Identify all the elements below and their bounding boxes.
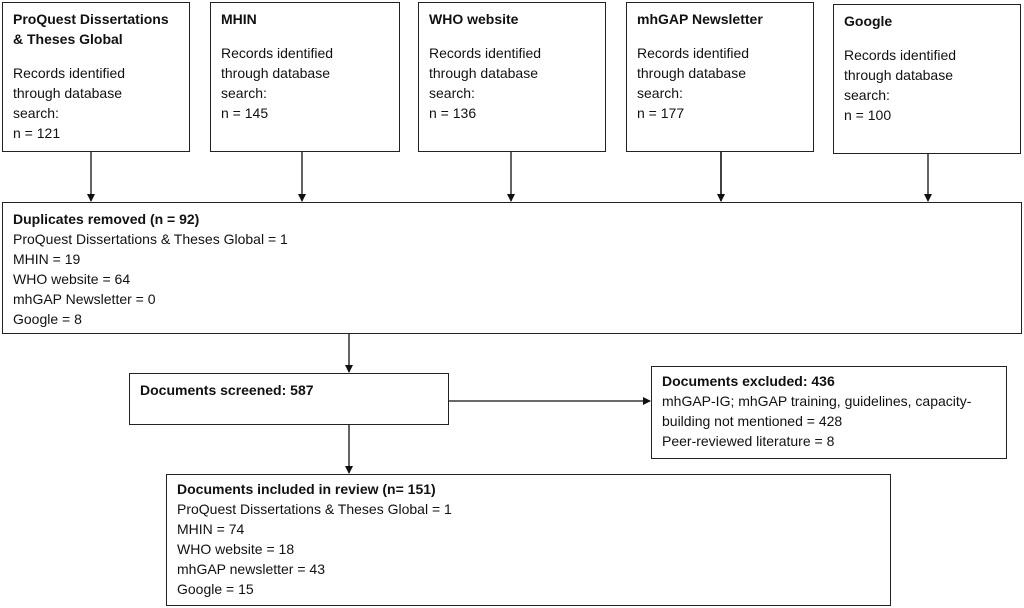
screened-box: Documents screened: 587 [129, 373, 449, 425]
source-count: n = 177 [637, 105, 685, 121]
source-box-google: Google Records identified through databa… [833, 4, 1021, 154]
source-title: mhGAP Newsletter [637, 11, 763, 27]
source-box-mhgap-newsletter: mhGAP Newsletter Records identified thro… [626, 2, 814, 152]
source-count: n = 145 [221, 105, 269, 121]
excluded-box: Documents excluded: 436 mhGAP-IG; mhGAP … [651, 366, 1007, 459]
included-box: Documents included in review (n= 151) Pr… [166, 474, 891, 606]
source-box-mhin: MHIN Records identified through database… [210, 2, 400, 152]
screened-title: Documents screened: 587 [140, 382, 314, 398]
source-title: Google [844, 13, 893, 29]
source-box-proquest: ProQuest Dissertations & Theses Global R… [2, 2, 190, 152]
included-title: Documents included in review (n= 151) [177, 481, 436, 497]
source-count: n = 100 [844, 107, 892, 123]
source-count: n = 121 [13, 125, 61, 141]
source-count: n = 136 [429, 105, 477, 121]
source-title: WHO website [429, 11, 519, 27]
source-title: MHIN [221, 11, 257, 27]
duplicates-box: Duplicates removed (n = 92) ProQuest Dis… [2, 202, 1022, 334]
source-title: ProQuest Dissertations & Theses Global [13, 11, 169, 47]
duplicates-title: Duplicates removed (n = 92) [13, 211, 200, 227]
source-box-who: WHO website Records identified through d… [418, 2, 606, 152]
excluded-title: Documents excluded: 436 [662, 373, 835, 389]
